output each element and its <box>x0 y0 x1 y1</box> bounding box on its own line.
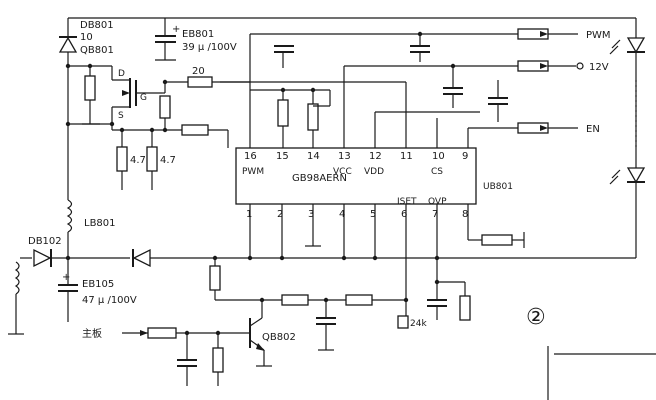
main-board-label: 主板 <box>82 327 102 340</box>
pin-5-num: 5 <box>370 209 376 220</box>
pin-8-num: 8 <box>462 209 468 220</box>
fet-d-label: D <box>118 69 125 79</box>
pin-9-num: 9 <box>462 151 468 162</box>
r24k-value: 24k <box>410 319 427 329</box>
gate-network: 20 4.7 4.7 <box>111 66 250 190</box>
qb802-ref: QB802 <box>262 332 296 343</box>
pin-6-label: ISET <box>397 197 417 207</box>
v12-signal-label: 12V <box>589 62 609 73</box>
pin-15-num: 15 <box>276 151 289 162</box>
capacitor-eb801: + EB801 39 μ /100V <box>155 18 237 61</box>
pin-13-label: VCC <box>333 167 352 177</box>
eb801-value: 39 μ /100V <box>182 42 237 53</box>
svg-text:+: + <box>62 272 70 283</box>
lb801-ref: LB801 <box>84 218 116 229</box>
diode-db102: DB102 <box>20 236 636 268</box>
led-string <box>609 37 646 185</box>
eb801-ref: EB801 <box>182 29 214 40</box>
pin-16-label: PWM <box>242 167 264 177</box>
r47b-value: 4.7 <box>160 155 176 166</box>
ic-name: GB98AERN <box>292 173 347 184</box>
transformer-secondary <box>8 261 24 335</box>
inductor-lb801: LB801 <box>66 124 116 258</box>
pin-10-label: CS <box>431 167 443 177</box>
pin-12-label: VDD <box>364 167 384 177</box>
pin-16-num: 16 <box>244 151 257 162</box>
pin-13-num: 13 <box>338 151 351 162</box>
figure-number: ② <box>526 305 546 330</box>
eb105-ref: EB105 <box>82 279 114 290</box>
top-pin-wiring: PWM 12V <box>220 28 611 148</box>
db102-ref: DB102 <box>28 236 62 247</box>
pin-12-num: 12 <box>369 151 382 162</box>
pin-7-label: OVP <box>428 197 447 207</box>
pin-2-num: 2 <box>277 209 283 220</box>
pin-3-num: 3 <box>308 209 314 220</box>
qb801-ref: QB801 <box>80 45 114 56</box>
diode-db801: DB801 10 <box>58 18 114 66</box>
pin-14-num: 14 <box>307 151 320 162</box>
figure-marker: ② <box>526 305 656 400</box>
db801-value: 10 <box>80 32 93 43</box>
fet-g-label: G <box>140 93 147 103</box>
pwm-signal-label: PWM <box>586 30 611 41</box>
mosfet-qb801: QB801 D G S <box>65 45 162 127</box>
r20-value: 20 <box>192 66 205 77</box>
eb105-value: 47 μ /100V <box>82 295 137 306</box>
pin-6-num: 6 <box>401 209 407 220</box>
pin-4-num: 4 <box>339 209 345 220</box>
en-signal-label: EN <box>586 124 600 135</box>
ic-ref: UB801 <box>483 182 513 192</box>
ic-ub801: GB98AERN UB801 16 15 14 13 12 11 10 9 PW… <box>235 147 513 220</box>
pin-10-num: 10 <box>432 151 445 162</box>
transistor-qb802: QB802 主板 <box>82 255 409 386</box>
db801-ref: DB801 <box>80 20 114 31</box>
capacitor-eb105: + EB105 47 μ /100V <box>58 258 137 322</box>
fet-s-label: S <box>118 111 124 121</box>
r47a-value: 4.7 <box>130 155 146 166</box>
pin-7-num: 7 <box>432 209 438 220</box>
bottom-pin-wiring: 24k <box>247 204 525 329</box>
pin-11-num: 11 <box>400 151 413 162</box>
top-rail <box>68 17 637 258</box>
svg-text:+: + <box>172 24 180 35</box>
pin-1-num: 1 <box>246 209 252 220</box>
ic-body <box>235 147 477 205</box>
